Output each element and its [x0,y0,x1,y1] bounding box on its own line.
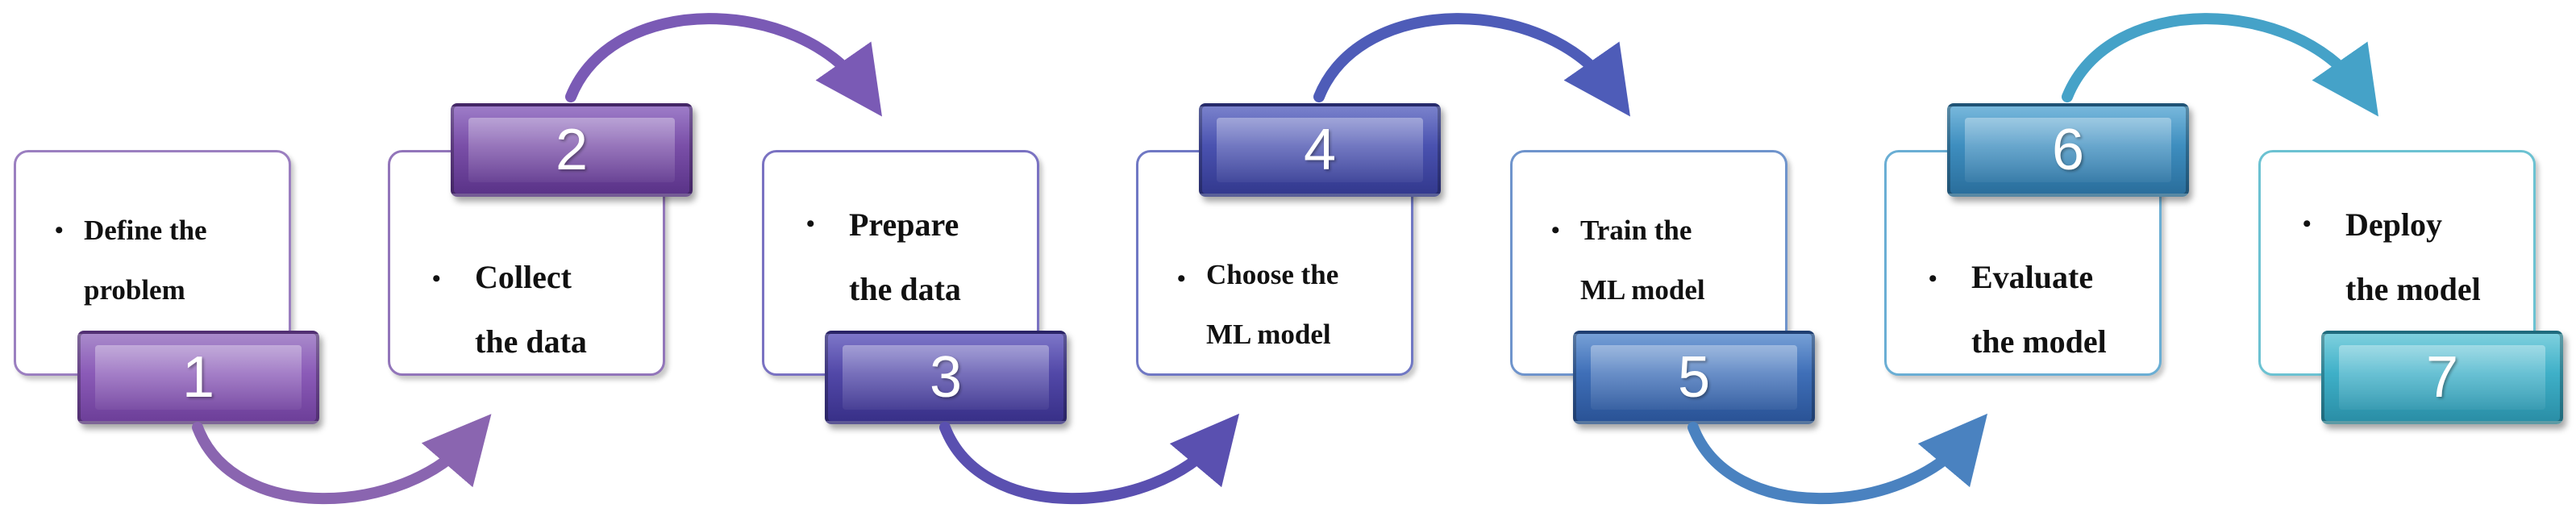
bullet-icon: • [1929,265,1937,292]
step-3-number: 3 [929,345,963,410]
bullet-icon: • [806,210,815,237]
arrow-2-to-3 [565,13,883,117]
step-6-number-box: 6 [1947,103,2189,197]
bullet-icon: • [55,217,64,244]
step-5-number: 5 [1677,345,1711,410]
step-2-number-box: 2 [451,103,693,197]
bullet-icon: • [1551,217,1560,244]
arrow-4-to-5 [1313,13,1631,117]
step-6-text: Evaluate the model [1971,259,2107,360]
arrow-6-to-7 [2062,13,2379,117]
step-4-number: 4 [1303,118,1337,182]
arrow-3-to-4 [939,413,1240,505]
arrow-1-to-2 [192,414,492,505]
step-2-number: 2 [555,118,589,182]
bullet-icon: • [2303,210,2312,237]
step-5-text: Train the ML model [1580,215,1705,306]
arrow-5-to-6 [1688,413,1988,505]
step-6-number: 6 [2051,118,2085,182]
step-7-number: 7 [2425,345,2459,410]
step-1-number-box: 1 [77,331,319,424]
step-7-number-box: 7 [2321,331,2563,424]
step-7-text: Deploy the model [2345,206,2481,307]
step-1-text: Define the problem [84,215,207,306]
step-4-number-box: 4 [1199,103,1441,197]
step-2-text: Collect the data [475,259,587,360]
step-3-text: Prepare the data [849,206,961,307]
step-3-number-box: 3 [825,331,1067,424]
bullet-icon: • [1177,265,1186,292]
bullet-icon: • [432,265,441,292]
step-1-number: 1 [181,345,215,410]
step-5-number-box: 5 [1573,331,1815,424]
step-4-text: Choose the ML model [1206,259,1339,350]
